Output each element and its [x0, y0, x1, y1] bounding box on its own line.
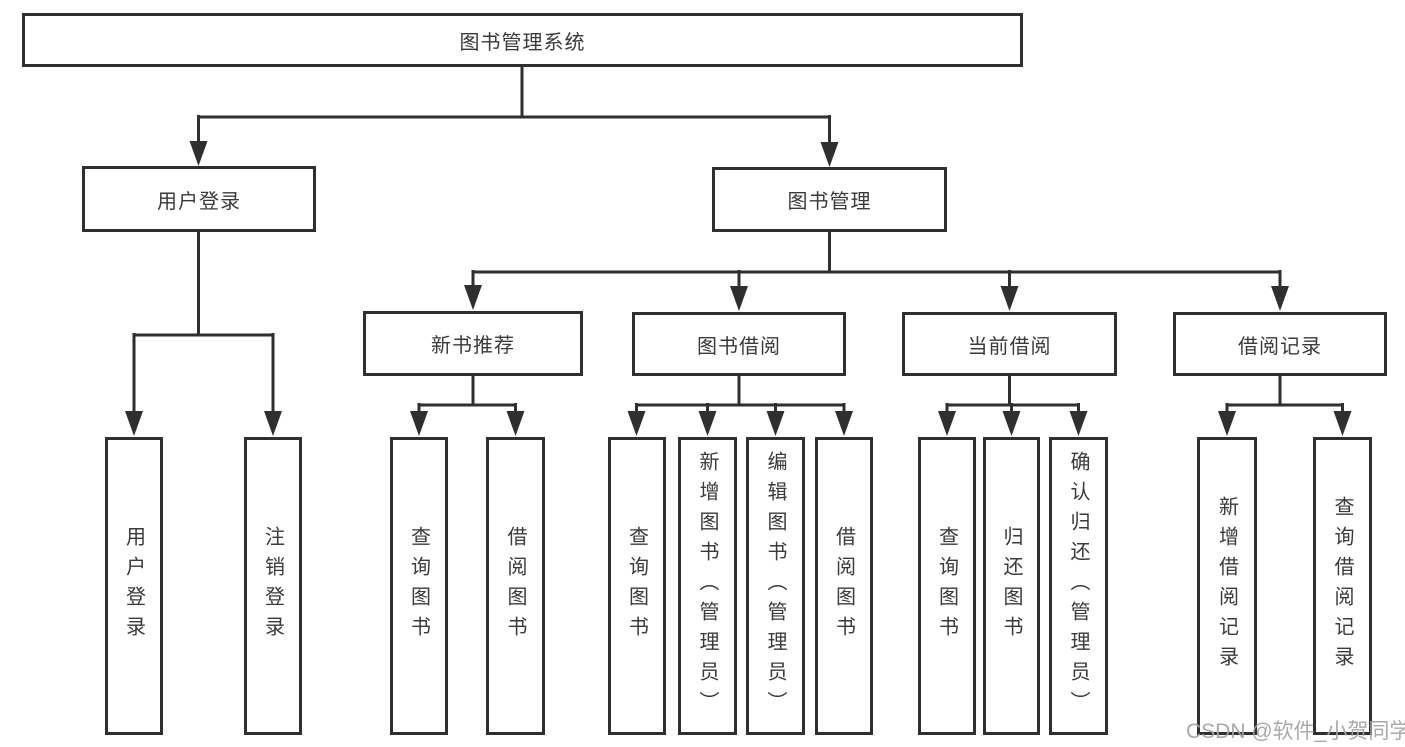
arrowheads: [125, 141, 1352, 436]
leaf-edit-books-admin: 编辑图书（管理员）: [746, 437, 805, 735]
node-root: 图书管理系统: [22, 13, 1023, 67]
node-new-book-recommend: 新书推荐: [363, 311, 583, 376]
connector-lines: [132, 66, 1344, 416]
leaf-query-books-borrow: 查询图书: [608, 437, 666, 735]
leaf-return-books: 归还图书: [983, 437, 1040, 735]
leaf-add-books-admin: 新增图书（管理员）: [678, 437, 737, 735]
leaf-confirm-return-admin: 确认归还（管理员）: [1049, 437, 1108, 735]
leaf-add-borrow-record: 新增借阅记录: [1197, 437, 1257, 735]
leaf-borrow-books: 借阅图书: [815, 437, 873, 735]
leaf-query-borrow-record: 查询借阅记录: [1313, 437, 1372, 735]
leaf-user-login: 用户登录: [105, 437, 163, 735]
node-user-login: 用户登录: [82, 166, 316, 232]
leaf-logout: 注销登录: [244, 437, 302, 735]
watermark: CSDN @软件_小贺同学: [1186, 720, 1405, 743]
leaf-query-books-current: 查询图书: [918, 437, 976, 735]
leaf-query-books-recommend: 查询图书: [390, 437, 448, 735]
node-borrowing-records: 借阅记录: [1173, 312, 1387, 376]
leaf-borrow-books-recommend: 借阅图书: [486, 437, 545, 735]
node-current-borrowing: 当前借阅: [902, 312, 1117, 376]
node-book-borrowing: 图书借阅: [632, 312, 846, 376]
node-book-management: 图书管理: [712, 167, 947, 232]
